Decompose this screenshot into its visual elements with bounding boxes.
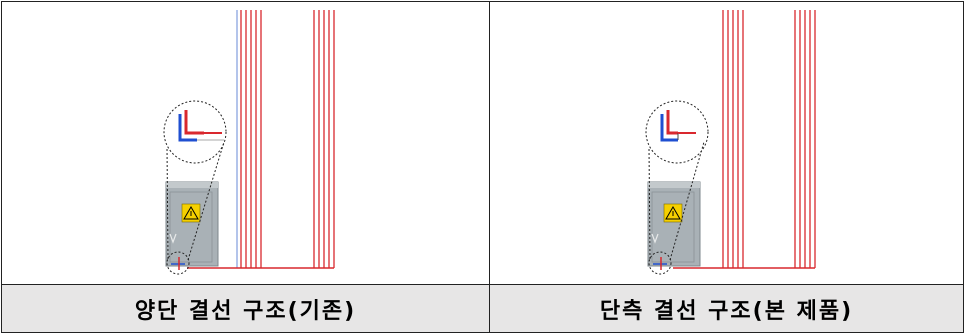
cabinet-connector-detail	[648, 251, 672, 275]
magnifier-circle-icon	[660, 110, 696, 142]
electrical-cabinet	[165, 181, 219, 267]
magnifier-callout	[163, 100, 227, 261]
warning-triangle-icon	[663, 203, 683, 223]
cabinet-connector-detail	[166, 251, 190, 275]
magnifier-circle-icon	[178, 110, 224, 142]
electrical-cabinet	[647, 181, 701, 267]
cable-bundle-1	[722, 10, 744, 268]
warning-triangle-icon	[181, 203, 201, 223]
caption-single-end-wiring: 단측 결선 구조(본 제품)	[599, 298, 854, 324]
panel-both-end-wiring	[1, 1, 490, 285]
caption-cell-right: 단측 결선 구조(본 제품)	[489, 284, 964, 333]
cable-bundle-1	[236, 10, 262, 268]
single-end-wiring-diagram	[645, 10, 816, 275]
caption-cell-left: 양단 결선 구조(기존)	[1, 284, 490, 333]
magnifier-callout	[645, 100, 709, 261]
cable-bundle-2	[794, 10, 816, 268]
panel-single-end-wiring	[489, 1, 964, 285]
caption-both-end-wiring: 양단 결선 구조(기존)	[134, 298, 357, 324]
both-end-wiring-diagram	[163, 10, 335, 275]
cable-bundle-2	[313, 10, 335, 268]
